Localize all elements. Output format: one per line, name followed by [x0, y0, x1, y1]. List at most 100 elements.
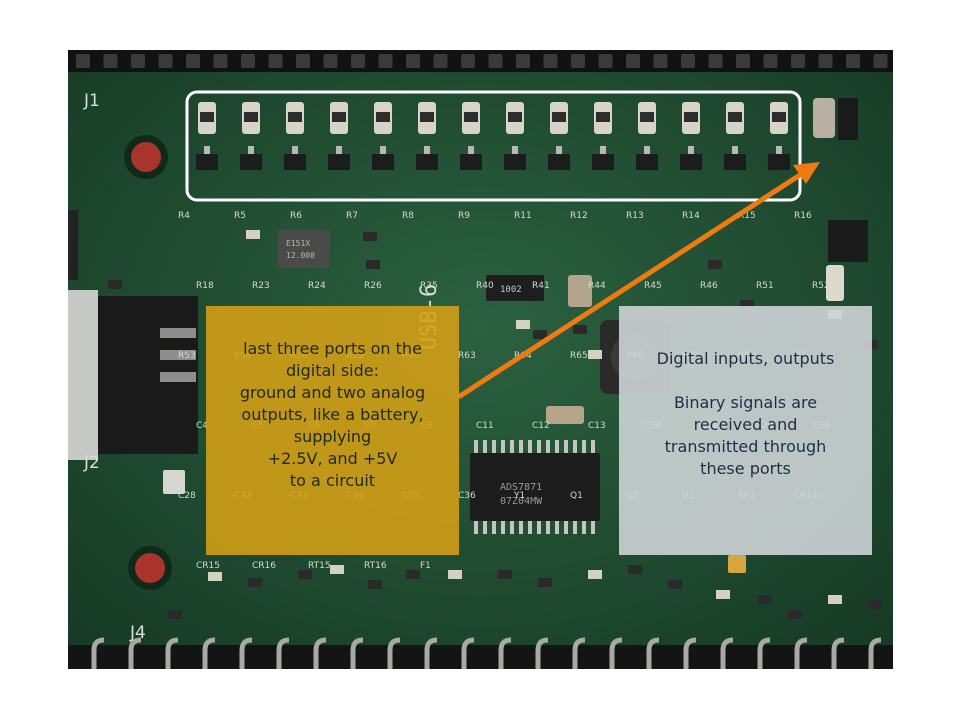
- bottom-header-strip: [68, 645, 893, 669]
- diode: [838, 98, 858, 140]
- chip-pin: [510, 440, 514, 453]
- header-pin: [846, 54, 860, 68]
- silkscreen-label: F1: [420, 561, 431, 571]
- smd-component: [668, 580, 682, 589]
- silkscreen-label: C28: [178, 491, 196, 501]
- transistor: [284, 154, 306, 170]
- smd-component: [716, 590, 730, 599]
- capacitor-band: [288, 112, 302, 122]
- transistor: [768, 154, 790, 170]
- silkscreen-label: RT15: [308, 561, 331, 571]
- transistor-lead: [556, 146, 562, 154]
- smd-component: [628, 565, 642, 574]
- header-lead: [683, 637, 697, 669]
- silkscreen-label: J1: [83, 91, 100, 111]
- usb-connector-housing: [68, 290, 98, 460]
- chip-pin: [564, 521, 568, 534]
- header-lead: [609, 637, 623, 669]
- part-label: 1002: [500, 285, 522, 295]
- smd-component: [533, 330, 547, 339]
- transistor-lead: [336, 146, 342, 154]
- silkscreen-label: R4: [178, 211, 190, 221]
- capacitor-band: [640, 112, 654, 122]
- smd-component: [298, 570, 312, 579]
- header-lead: [535, 637, 549, 669]
- chip-pin: [510, 521, 514, 534]
- digital-ports-highlight-box: [185, 90, 802, 202]
- chip-pin: [555, 521, 559, 534]
- transistor-lead: [248, 146, 254, 154]
- analog-ports-callout: last three ports on the digital side: gr…: [206, 306, 459, 555]
- header-lead: [313, 637, 327, 669]
- arrow-shaft: [457, 170, 806, 399]
- chip-pin: [546, 440, 550, 453]
- smd-component: [538, 578, 552, 587]
- header-pin: [873, 54, 888, 68]
- capacitor-band: [596, 112, 610, 122]
- chip-pins: [474, 440, 595, 534]
- connector-pin: [160, 328, 196, 338]
- header-pin: [543, 54, 558, 68]
- arrow-head: [793, 162, 820, 184]
- header-lead: [276, 637, 290, 669]
- header-pin: [461, 54, 475, 68]
- chip-pin: [573, 440, 577, 453]
- adc-chip: [470, 453, 600, 521]
- silkscreen-label: R40: [476, 281, 494, 291]
- silkscreen-label: CR16: [252, 561, 276, 571]
- regulator-u1: [828, 220, 868, 262]
- chip-pin: [519, 440, 523, 453]
- header-pin: [791, 54, 805, 68]
- chip-pin: [501, 521, 505, 534]
- transistor: [724, 154, 746, 170]
- header-lead: [868, 637, 882, 669]
- header-pin: [488, 54, 503, 68]
- capacitor-band: [772, 112, 786, 122]
- component-row: [196, 102, 790, 170]
- mounting-hole-pad: [135, 553, 165, 583]
- connector-pin: [160, 350, 196, 360]
- silkscreen-label: R51: [756, 281, 774, 291]
- silkscreen-label: R44: [588, 281, 606, 291]
- smd-component: [108, 280, 122, 289]
- header-pin: [736, 54, 750, 68]
- smd-component: [573, 325, 587, 334]
- transistor: [416, 154, 438, 170]
- crystal-label: 12.000: [286, 251, 315, 260]
- silkscreen-label: C12: [532, 421, 550, 431]
- silkscreen-label: J4: [129, 623, 146, 643]
- chip-pin: [555, 440, 559, 453]
- smd-component: [868, 600, 882, 609]
- analog-ports-callout-text: last three ports on the digital side: gr…: [239, 339, 426, 490]
- smd-component: [708, 260, 722, 269]
- capacitor: [568, 275, 592, 307]
- chip-pin: [546, 521, 550, 534]
- crystal-y1: [278, 230, 330, 268]
- header-lead: [91, 637, 105, 669]
- header-lead: [498, 637, 512, 669]
- silkscreen-label: R18: [196, 281, 214, 291]
- header-pin: [406, 54, 420, 68]
- silkscreen-label: R26: [364, 281, 382, 291]
- header-pin: [378, 54, 393, 68]
- silkscreen-label: R9: [458, 211, 470, 221]
- chip-label: 07Z04MW: [500, 496, 543, 507]
- header-pin: [433, 54, 448, 68]
- silkscreen-label: C36: [458, 491, 476, 501]
- transistor-lead: [600, 146, 606, 154]
- chip-pin: [501, 440, 505, 453]
- silkscreen-label: R16: [794, 211, 812, 221]
- smd-component: [516, 320, 530, 329]
- chip-pin: [483, 440, 487, 453]
- silkscreen-label: R5: [234, 211, 246, 221]
- silkscreen-label: RT16: [364, 561, 387, 571]
- header-pin: [653, 54, 668, 68]
- transistor-lead: [204, 146, 210, 154]
- transistor: [240, 154, 262, 170]
- header-lead: [831, 637, 845, 669]
- capacitor-band: [552, 112, 566, 122]
- silkscreen-label: R53: [178, 351, 196, 361]
- header-pin: [708, 54, 723, 68]
- smd-component: [368, 580, 382, 589]
- smd-component: [588, 570, 602, 579]
